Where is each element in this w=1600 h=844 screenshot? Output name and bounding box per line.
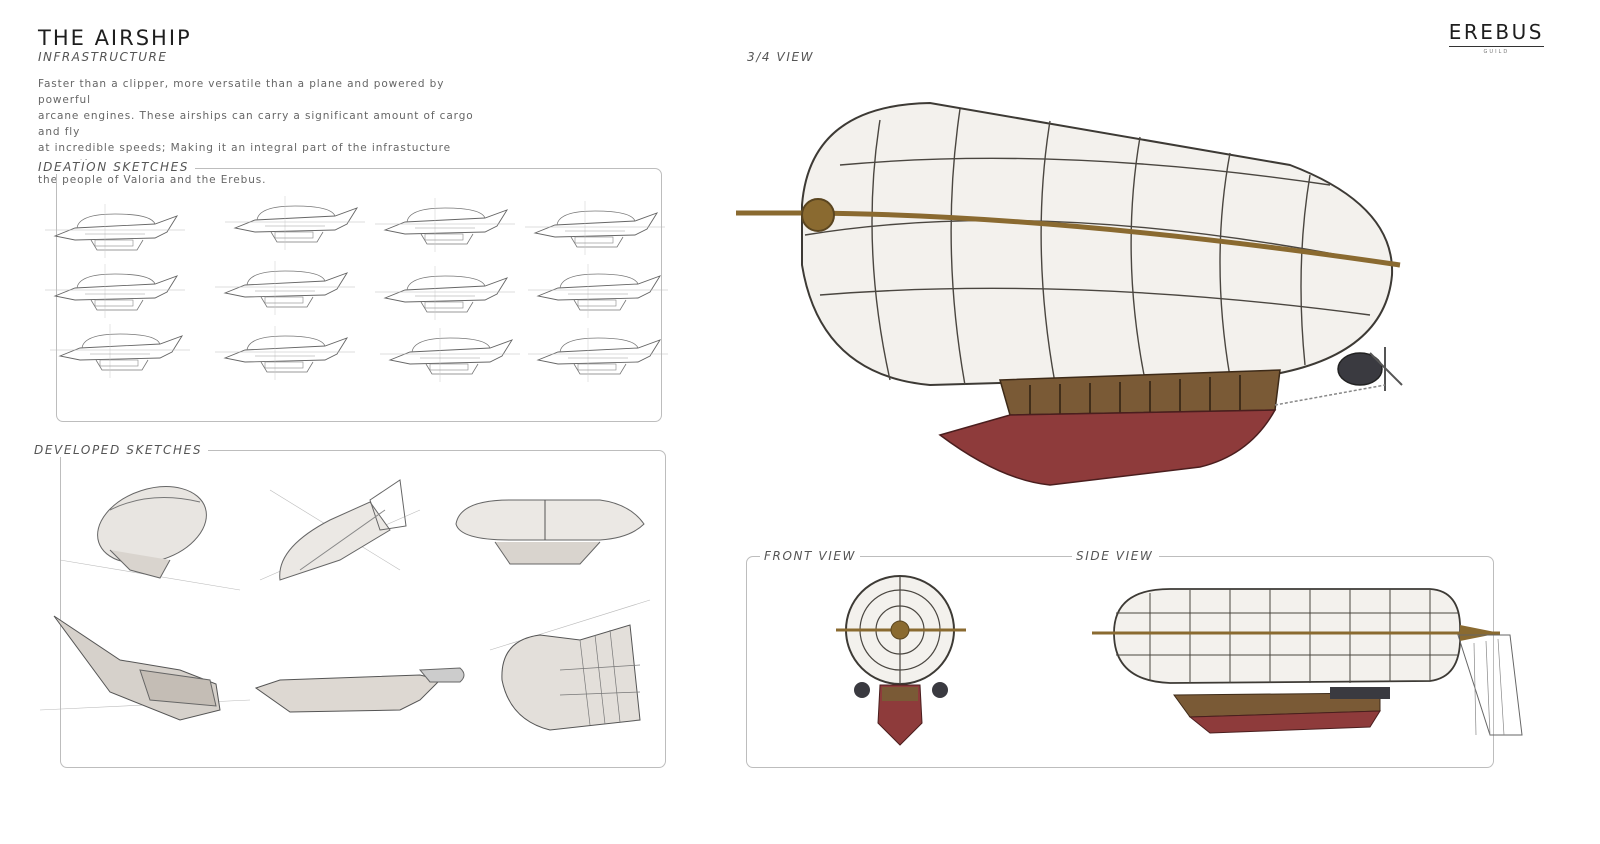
- developed-frame: [60, 450, 666, 768]
- three-quarter-label: 3/4 VIEW: [747, 50, 821, 64]
- hull: [938, 409, 1277, 486]
- airship-three-quarter-render: [736, 101, 1403, 486]
- developed-sketch-2: [279, 479, 407, 581]
- developed-sketch-1: [97, 486, 207, 579]
- developed-sketch-6: [501, 624, 641, 731]
- brand-logo: EREBUS GUILD: [1448, 20, 1544, 55]
- ideation-row-3: [49, 323, 669, 383]
- page-subtitle: INFRASTRUCTURE: [38, 50, 168, 64]
- ideation-sketch-grid: [44, 195, 669, 383]
- ideation-label: IDEATION SKETCHES: [38, 160, 196, 174]
- page-title: THE AIRSHIP: [38, 26, 192, 50]
- developed-label: DEVELOPED SKETCHES: [34, 443, 209, 457]
- front-side-divider: [860, 556, 1060, 557]
- side-view-label: SIDE VIEW: [1072, 549, 1160, 563]
- brand-name: EREBUS: [1448, 20, 1544, 47]
- engine: [1337, 352, 1383, 386]
- front-view-label: FRONT VIEW: [760, 549, 863, 563]
- description-paragraph: Faster than a clipper, more versatile th…: [38, 78, 474, 186]
- airship-front-view: [836, 575, 966, 746]
- developed-sketches: [39, 479, 651, 731]
- developed-sketch-5: [254, 667, 465, 713]
- ideation-row-1: [44, 195, 666, 259]
- developed-sketch-4: [53, 615, 221, 721]
- airship-side-view: [1092, 588, 1523, 736]
- developed-sketch-3: [455, 499, 645, 565]
- brand-subtitle: GUILD: [1483, 49, 1510, 55]
- ideation-row-2: [44, 260, 669, 321]
